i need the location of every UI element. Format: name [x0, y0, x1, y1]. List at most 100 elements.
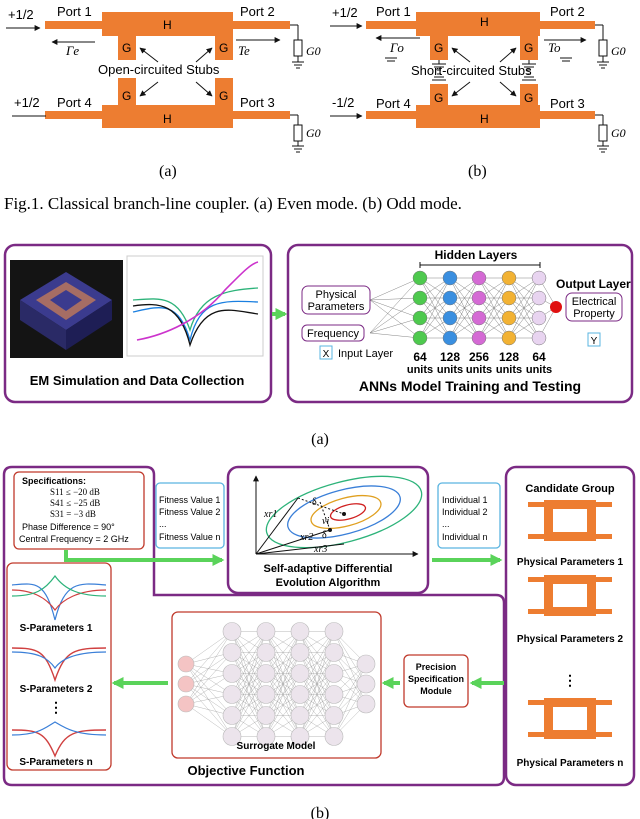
nn-node — [256, 706, 276, 725]
nn-node — [256, 727, 276, 746]
odd-port4: Port 4 — [376, 96, 411, 111]
individual-n: Individual n — [442, 532, 488, 542]
nn-node — [256, 643, 276, 662]
physical-parameters-label-1: Physical — [316, 289, 357, 301]
nn-node — [324, 664, 344, 683]
even-input-bottom: +1/2 — [14, 95, 40, 110]
sparam-plot-n — [11, 721, 107, 758]
nn-node — [356, 674, 376, 694]
nn-node — [256, 664, 276, 683]
candidate-coupler-2 — [528, 575, 612, 616]
fitness-n: Fitness Value n — [159, 532, 220, 542]
nn-node — [324, 706, 344, 725]
nn-node — [222, 727, 242, 746]
odd-h-top: H — [480, 15, 489, 29]
odd-load-top-label: G0 — [611, 44, 626, 58]
nn-node — [531, 270, 547, 286]
figure2b-sublabel: (b) — [311, 805, 330, 819]
figure1-caption: Fig.1. Classical branch-line coupler. (a… — [4, 194, 462, 213]
nn-node — [471, 270, 487, 286]
odd-input-top: +1/2 — [332, 5, 358, 20]
nn-node — [177, 655, 195, 673]
nn-graph-b — [177, 622, 376, 746]
even-stub-bottom-left — [118, 78, 136, 110]
frequency-label: Frequency — [307, 328, 359, 340]
nn-node — [531, 290, 547, 306]
odd-mode-diagram: +1/2 -1/2 Port 1 Port 2 Port 4 Port 3 H … — [330, 4, 626, 180]
layer-size-1: 64 — [413, 350, 427, 364]
odd-stub-bottom-right — [520, 84, 538, 110]
odd-gamma: Γo — [389, 40, 404, 55]
units-1: units — [407, 364, 433, 376]
even-g-top-left: G — [122, 41, 131, 55]
specs-title: Specifications: — [22, 476, 86, 486]
spec-s31: S31 = −3 dB — [50, 509, 96, 519]
nn-node — [222, 643, 242, 662]
units-4: units — [496, 364, 522, 376]
odd-g-bottom-right: G — [524, 91, 533, 105]
sparam-plot-2 — [11, 647, 107, 683]
odd-input-bottom: -1/2 — [332, 95, 354, 110]
nn-node — [222, 706, 242, 725]
individual-2: Individual 2 — [442, 507, 488, 517]
fitness-dots: ... — [159, 519, 167, 529]
individual-dots: ... — [442, 519, 450, 529]
electrical-property-label-1: Electrical — [572, 296, 617, 308]
figure2a-sublabel: (a) — [311, 431, 329, 448]
ann-title: ANNs Model Training and Testing — [359, 378, 581, 394]
y-label: Y — [591, 336, 598, 347]
odd-port2: Port 2 — [550, 4, 585, 19]
even-stub-top-right — [215, 36, 233, 60]
odd-stubs-label: Short-circuited Stubs — [411, 63, 532, 78]
even-load-top-label: G0 — [306, 44, 321, 58]
nn-node — [290, 706, 310, 725]
nn-node — [177, 695, 195, 713]
de-title-1: Self-adaptive Differential — [264, 563, 393, 575]
sparams-1-label: S-Parameters 1 — [20, 623, 93, 634]
even-port1: Port 1 — [57, 4, 92, 19]
nn-node — [324, 643, 344, 662]
even-port2: Port 2 — [240, 4, 275, 19]
frequency-box — [301, 324, 365, 342]
units-5: units — [526, 364, 552, 376]
figure2a: EM Simulation and Data Collection Hidden… — [3, 243, 634, 404]
de-title-2: Evolution Algorithm — [276, 577, 381, 589]
candidate-coupler-1 — [528, 500, 612, 541]
de-label-xr1: xr1 — [263, 509, 277, 520]
even-input-top: +1/2 — [8, 7, 34, 22]
nn-node — [531, 310, 547, 326]
nn-node — [356, 694, 376, 714]
even-mode-diagram: +1/2 +1/2 Port 1 Port 2 Port 4 Port 3 H … — [6, 4, 321, 180]
nn-node — [290, 727, 310, 746]
individuals-box — [437, 482, 501, 549]
nn-node — [531, 330, 547, 346]
objective-function-label: Objective Function — [187, 763, 304, 778]
sparam-plot-1 — [11, 574, 107, 621]
de-frame — [226, 465, 430, 595]
de-label-xr3: xr3 — [313, 544, 327, 555]
objective-function-frame — [2, 465, 506, 787]
nn-node — [324, 685, 344, 704]
de-label-xr2: xr2 — [299, 532, 313, 543]
even-gamma: Γe — [65, 43, 79, 58]
individual-1: Individual 1 — [442, 495, 488, 505]
input-layer-label: Input Layer — [338, 348, 393, 360]
nn-node — [290, 622, 310, 641]
nn-node — [442, 330, 458, 346]
de-plot: xr1 xr2 xr3 vi δ δ — [253, 475, 423, 557]
candidate-group-title: Candidate Group — [525, 483, 615, 495]
nn-node — [412, 310, 428, 326]
x-label: X — [323, 349, 330, 360]
nn-node — [177, 675, 195, 693]
em-sparam-plot — [126, 255, 264, 357]
even-h-top: H — [163, 18, 172, 32]
odd-sublabel: (b) — [468, 163, 487, 180]
electrical-property-box — [565, 292, 623, 322]
nn-node — [471, 330, 487, 346]
odd-stub-top-right — [520, 36, 538, 60]
even-g-top-right: G — [219, 41, 228, 55]
odd-g-bottom-left: G — [434, 91, 443, 105]
candidate-ellipsis: ⋮ — [563, 672, 577, 688]
nn-node — [356, 654, 376, 674]
physical-params-n: Physical Parameters n — [517, 758, 624, 769]
